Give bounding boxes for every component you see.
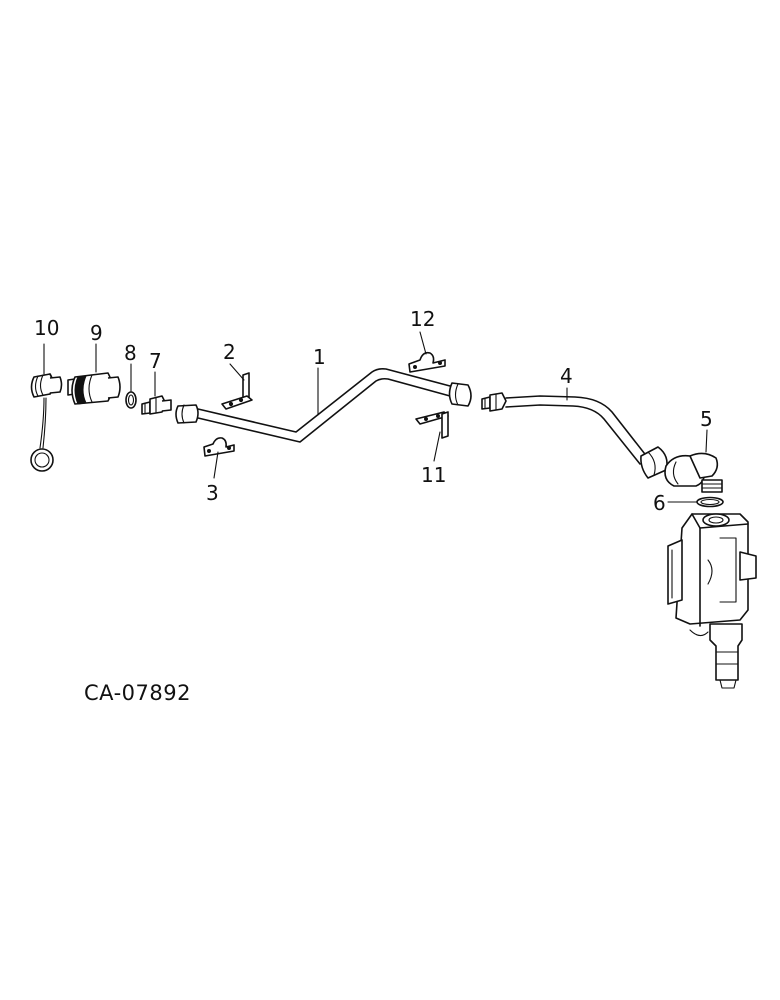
- leader-lines: [43, 331, 708, 503]
- part-12-clamp: [408, 351, 446, 373]
- part-9-coupler: [67, 372, 121, 405]
- leader-5: [705, 429, 708, 453]
- callout-6: 6: [653, 491, 666, 515]
- leader-12: [419, 331, 427, 355]
- callout-8: 8: [124, 341, 137, 365]
- callout-10: 10: [34, 316, 59, 340]
- leader-3: [213, 451, 219, 479]
- leader-2: [229, 363, 245, 381]
- callout-2: 2: [223, 340, 236, 364]
- drawing-id-label: CA-07892: [84, 681, 191, 705]
- callout-11: 11: [421, 463, 446, 487]
- part-11-bracket: [415, 411, 449, 439]
- callout-5: 5: [700, 407, 713, 431]
- part-8-o-ring: [125, 391, 137, 409]
- part-6-o-ring: [696, 496, 724, 508]
- callout-3: 3: [206, 481, 219, 505]
- part-3-clamp: [203, 437, 235, 457]
- part-1-steel-tube: [175, 368, 472, 443]
- callout-labels: 10 9 8 7 2 3 1 12 11 4 5 6: [34, 307, 713, 515]
- callout-12: 12: [410, 307, 435, 331]
- part-7-adapter: [141, 395, 172, 415]
- leader-11: [433, 431, 441, 462]
- part-4-hose: [481, 392, 668, 479]
- callout-9: 9: [90, 321, 103, 345]
- control-valve-body: [667, 513, 757, 689]
- callout-4: 4: [560, 364, 573, 388]
- part-2-bracket: [221, 372, 253, 410]
- callout-7: 7: [149, 349, 162, 373]
- part-10-dust-cap: [30, 373, 63, 472]
- callout-1: 1: [313, 345, 326, 369]
- part-5-elbow: [664, 452, 723, 493]
